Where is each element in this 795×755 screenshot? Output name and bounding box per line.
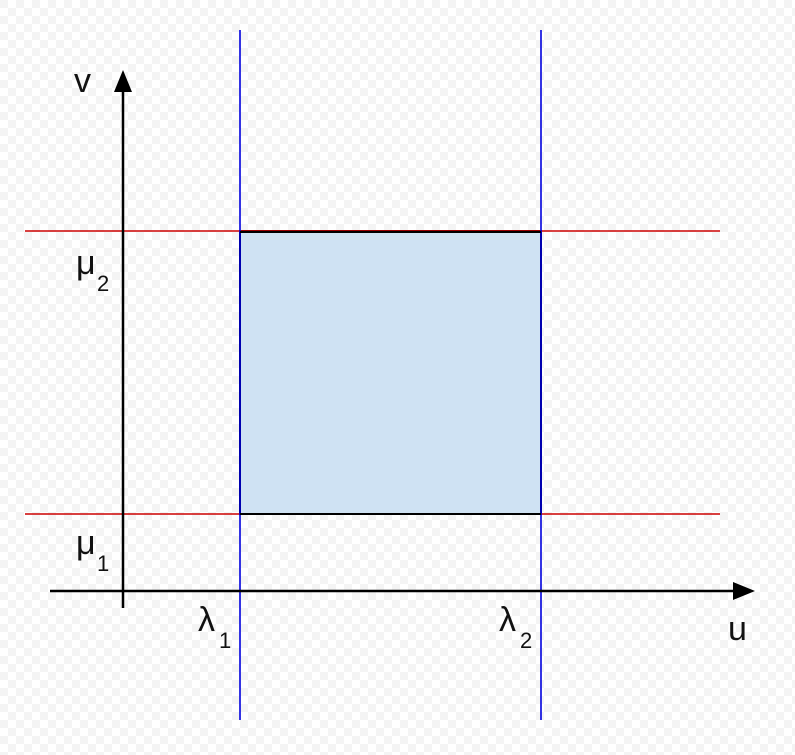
- lambda1-subscript: 1: [219, 628, 231, 653]
- lambda2-label: λ: [499, 601, 516, 639]
- lambda2-subscript: 2: [520, 628, 532, 653]
- u-axis-label: u: [728, 610, 747, 648]
- mu1-label: μ: [76, 524, 96, 562]
- mu2-label: μ: [76, 244, 96, 282]
- mu1-subscript: 1: [97, 551, 109, 576]
- u-axis-arrowhead: [733, 582, 755, 600]
- v-axis-label: v: [74, 62, 91, 100]
- mu2-subscript: 2: [97, 271, 109, 296]
- shaded-region: [239, 230, 542, 515]
- lambda1-label: λ: [198, 601, 215, 639]
- v-axis-arrowhead: [114, 70, 132, 92]
